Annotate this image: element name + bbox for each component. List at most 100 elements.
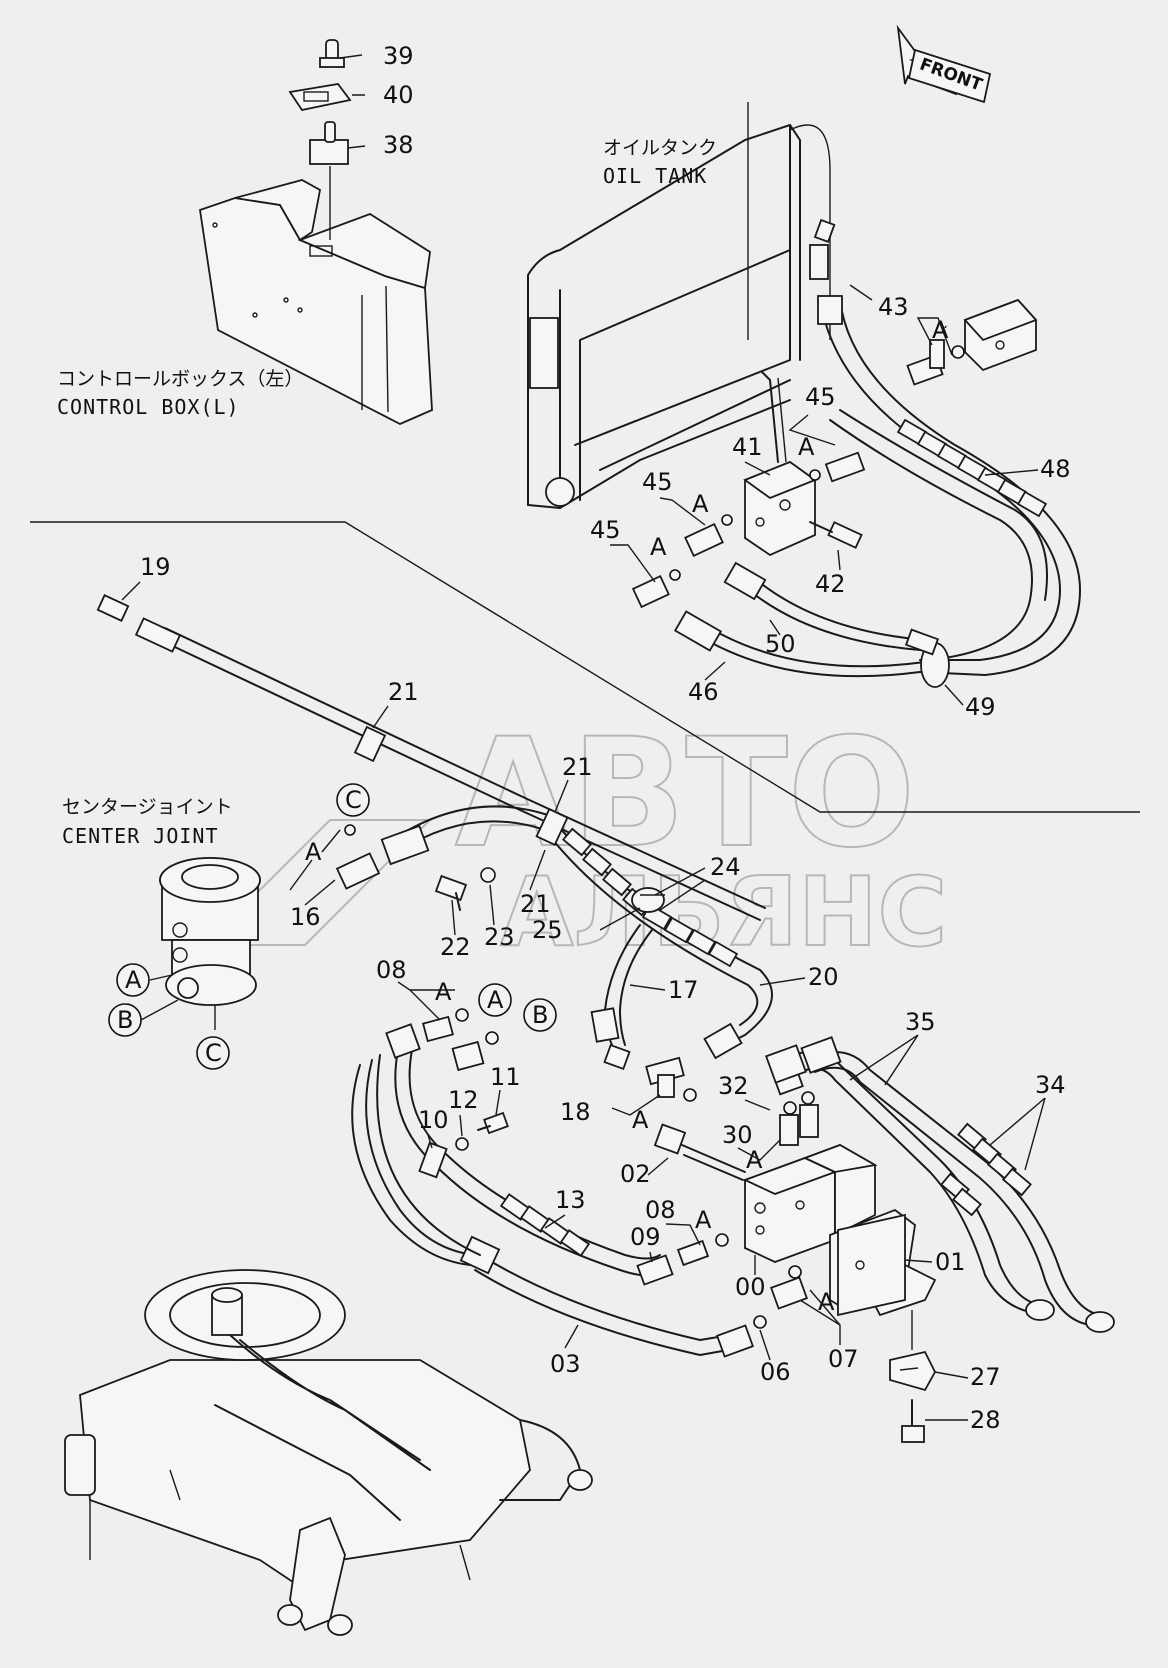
callout-21-c: 21 bbox=[520, 890, 551, 918]
washer-23 bbox=[480, 867, 496, 883]
center-joint-jp-label: センタージョイント bbox=[62, 796, 233, 818]
port-marker-a2: A bbox=[798, 433, 815, 461]
callout-24: 24 bbox=[710, 853, 741, 881]
bolt-11 bbox=[477, 1111, 509, 1135]
callout-45-lower: 45 bbox=[590, 516, 621, 544]
oil-tank-jp-label: オイルタンク bbox=[603, 137, 717, 159]
callout-19: 19 bbox=[140, 553, 171, 581]
callout-32: 32 bbox=[718, 1072, 749, 1100]
callout-12: 12 bbox=[448, 1086, 479, 1114]
port-marker-a6: A bbox=[632, 1106, 649, 1134]
callout-22: 22 bbox=[440, 933, 471, 961]
undercarriage-frame bbox=[64, 1269, 593, 1636]
callout-09: 09 bbox=[630, 1223, 661, 1251]
fitting-43 bbox=[906, 339, 945, 386]
center-joint-en-label: CENTER JOINT bbox=[62, 824, 219, 848]
port-marker-a4: A bbox=[650, 533, 667, 561]
port-marker-a: A bbox=[932, 316, 949, 344]
port-circle-c2-text: C bbox=[345, 786, 362, 814]
port-circle-a2-text: A bbox=[487, 986, 504, 1014]
bolt-22 bbox=[434, 874, 468, 911]
fittings-08-upper bbox=[422, 1008, 499, 1072]
control-box-en-label: CONTROL BOX(L) bbox=[57, 395, 240, 419]
port-marker-a3: A bbox=[692, 490, 709, 518]
clamp-10 bbox=[418, 1141, 448, 1179]
callout-02: 02 bbox=[620, 1160, 651, 1188]
callout-21-a: 21 bbox=[388, 678, 419, 706]
callout-18: 18 bbox=[560, 1098, 591, 1126]
hose-19 bbox=[96, 594, 766, 921]
port-circle-a2 bbox=[478, 983, 512, 1017]
hoses-34-35 bbox=[765, 1036, 1115, 1333]
callout-20: 20 bbox=[808, 963, 839, 991]
callout-08-lower: 08 bbox=[645, 1196, 676, 1224]
switch-38 bbox=[309, 121, 349, 240]
callout-48: 48 bbox=[1040, 455, 1071, 483]
callout-06: 06 bbox=[760, 1358, 791, 1386]
callout-13: 13 bbox=[555, 1186, 586, 1214]
callout-43: 43 bbox=[878, 293, 909, 321]
callout-30: 30 bbox=[722, 1121, 753, 1149]
hose-03 bbox=[376, 1054, 481, 1256]
elbow-16 bbox=[335, 824, 381, 890]
port-marker-a5: A bbox=[305, 838, 322, 866]
callout-45-upper: 45 bbox=[805, 383, 836, 411]
callout-00: 00 bbox=[735, 1273, 766, 1301]
port-marker-a8: A bbox=[746, 1146, 763, 1174]
callout-17: 17 bbox=[668, 976, 699, 1004]
toggle-switch-39 bbox=[319, 39, 345, 68]
elbow-45-lower bbox=[631, 569, 681, 609]
oil-tank-group: オイルタンク OIL TANK A 43 41 bbox=[527, 102, 1081, 721]
control-box-group: 39 40 38 コントロールボックス（左） CONTROL BOX(L) bbox=[57, 39, 433, 425]
watermark: ABTO АЛЬЯНС bbox=[202, 706, 948, 969]
callout-42: 42 bbox=[815, 570, 846, 598]
hose-46 bbox=[673, 610, 926, 678]
divider-line bbox=[30, 521, 1140, 813]
center-joint-group: センタージョイント CENTER JOINT A B C C A 16 bbox=[62, 553, 1115, 1636]
bolt-42 bbox=[809, 521, 863, 549]
switch-plate-40 bbox=[288, 83, 352, 112]
washer-12 bbox=[455, 1137, 469, 1151]
front-arrow: FRONT bbox=[896, 24, 992, 104]
watermark-line1: ABTO bbox=[455, 707, 915, 881]
bolt-28 bbox=[901, 1399, 925, 1443]
callout-34: 34 bbox=[1035, 1071, 1066, 1099]
callout-10: 10 bbox=[418, 1106, 449, 1134]
callout-40: 40 bbox=[383, 81, 414, 109]
elbow-07 bbox=[769, 1265, 809, 1310]
callout-11: 11 bbox=[490, 1063, 521, 1091]
port-circle-b2-text: B bbox=[532, 1001, 548, 1029]
elbow-45-upper bbox=[809, 451, 866, 483]
port-circle-a bbox=[116, 963, 150, 997]
oil-tank bbox=[527, 102, 831, 509]
oil-tank-en-label: OIL TANK bbox=[603, 164, 707, 188]
callout-08-upper: 08 bbox=[376, 956, 407, 984]
callout-16: 16 bbox=[290, 903, 321, 931]
callout-38: 38 bbox=[383, 131, 414, 159]
callout-27: 27 bbox=[970, 1363, 1001, 1391]
callout-03: 03 bbox=[550, 1350, 581, 1378]
bolt-02 bbox=[653, 1123, 746, 1181]
hose-20 bbox=[380, 805, 773, 1060]
port-circle-a-text: A bbox=[125, 966, 142, 994]
switch-plate-slot bbox=[303, 91, 329, 102]
o-ring bbox=[951, 345, 965, 359]
port-circle-b-text: B bbox=[117, 1006, 133, 1034]
port-circle-c bbox=[196, 1036, 230, 1070]
o-ring-06 bbox=[753, 1315, 767, 1329]
fitting-08-lower bbox=[676, 1233, 729, 1267]
callout-23: 23 bbox=[484, 923, 515, 951]
port-circle-c-text: C bbox=[205, 1039, 222, 1067]
callout-46: 46 bbox=[688, 678, 719, 706]
control-box bbox=[198, 179, 433, 425]
callout-07: 07 bbox=[828, 1345, 859, 1373]
port-marker-a9: A bbox=[695, 1206, 712, 1234]
valve-block-41 bbox=[743, 371, 817, 557]
callout-49: 49 bbox=[965, 693, 996, 721]
clamp-49 bbox=[904, 628, 950, 688]
callout-01: 01 bbox=[935, 1248, 966, 1276]
callout-35: 35 bbox=[905, 1008, 936, 1036]
center-joint bbox=[159, 857, 261, 1030]
tee-18 bbox=[645, 1056, 697, 1102]
